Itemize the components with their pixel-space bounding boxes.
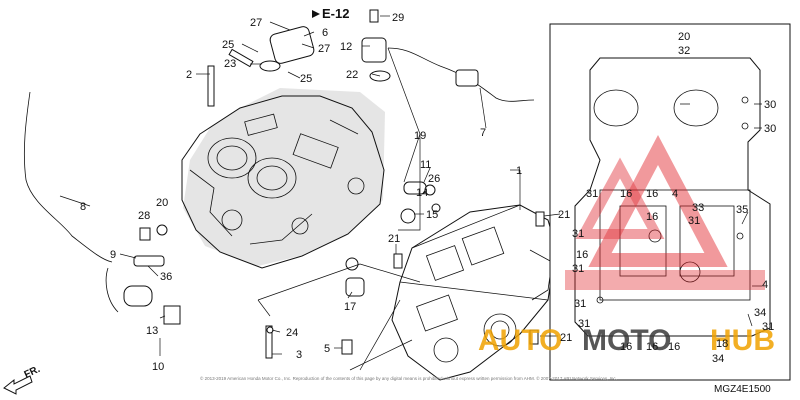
callout-7: 7 — [480, 127, 486, 139]
callout-13: 13 — [146, 325, 158, 337]
callout-31: 31 — [572, 228, 584, 240]
callout-3: 3 — [296, 349, 302, 361]
callout-16: 16 — [620, 341, 632, 353]
callout-21: 21 — [388, 233, 400, 245]
callout-31: 31 — [574, 298, 586, 310]
callout-6: 6 — [322, 27, 328, 39]
callout-14: 14 — [416, 187, 428, 199]
upper-crankcase — [181, 88, 385, 269]
callout-16: 16 — [646, 341, 658, 353]
callout-16: 16 — [668, 341, 680, 353]
callout-10: 10 — [152, 361, 164, 373]
callout-25: 25 — [222, 39, 234, 51]
callout-24: 24 — [286, 327, 298, 339]
callout-27: 27 — [318, 43, 330, 55]
crankcase-bottom-view — [549, 23, 791, 381]
oil-hose — [23, 91, 119, 313]
callout-15: 15 — [426, 209, 438, 221]
leader-lines — [59, 15, 762, 371]
callout-34: 34 — [754, 307, 766, 319]
callout-20: 20 — [678, 31, 690, 43]
callout-33: 33 — [692, 202, 704, 214]
callout-36: 36 — [160, 271, 172, 283]
callout-11: 11 — [420, 159, 431, 171]
callout-27: 27 — [250, 17, 262, 29]
front-direction-arrow: FR. — [3, 364, 42, 395]
callout-4: 4 — [672, 188, 678, 200]
watermark: AUTO MOTO HUB — [478, 134, 775, 357]
callout-21: 21 — [560, 332, 572, 344]
callout-30: 30 — [764, 123, 776, 135]
callout-32: 32 — [678, 45, 690, 57]
lower-crankcase — [391, 204, 557, 381]
callout-16: 16 — [646, 188, 658, 200]
callout-34: 34 — [712, 353, 724, 365]
callout-19: 19 — [414, 130, 426, 142]
front-label: FR. — [23, 364, 42, 381]
drawing-code: MGZ4E1500 — [714, 384, 771, 395]
callout-31: 31 — [762, 321, 774, 333]
callout-16: 16 — [576, 249, 588, 261]
callout-17: 17 — [344, 301, 356, 313]
small-parts — [123, 9, 545, 359]
watermark-moto: MOTO — [582, 324, 671, 357]
callout-21: 21 — [558, 209, 570, 221]
watermark-hub: HUB — [710, 324, 775, 357]
callout-26: 26 — [428, 173, 440, 185]
callout-5: 5 — [324, 343, 330, 355]
callout-31: 31 — [578, 318, 590, 330]
callout-16: 16 — [620, 188, 632, 200]
callout-2: 2 — [186, 69, 192, 81]
callout-23: 23 — [224, 58, 236, 70]
callout-30: 30 — [764, 99, 776, 111]
reference-code: E-12 — [322, 6, 349, 21]
callout-31: 31 — [688, 215, 700, 227]
callout-12: 12 — [340, 41, 352, 53]
callout-22: 22 — [346, 69, 358, 81]
callout-29: 29 — [392, 12, 404, 24]
callout-9: 9 — [110, 249, 116, 261]
callout-20: 20 — [156, 197, 168, 209]
callout-8: 8 — [80, 201, 86, 213]
callout-18: 18 — [716, 338, 728, 350]
callout-25: 25 — [300, 73, 312, 85]
watermark-auto: AUTO — [478, 324, 562, 357]
callouts: 1 2 3 4 4 5 6 7 8 9 10 11 12 13 14 15 16… — [80, 12, 776, 373]
callout-28: 28 — [138, 210, 150, 222]
callout-35: 35 — [736, 204, 748, 216]
copyright-notice: © 2013-2019 American Honda Motor Co., In… — [200, 375, 617, 381]
callout-1: 1 — [516, 165, 522, 177]
callout-31: 31 — [572, 263, 584, 275]
callout-31: 31 — [586, 188, 598, 200]
callout-4: 4 — [762, 279, 768, 291]
callout-16: 16 — [646, 211, 658, 223]
